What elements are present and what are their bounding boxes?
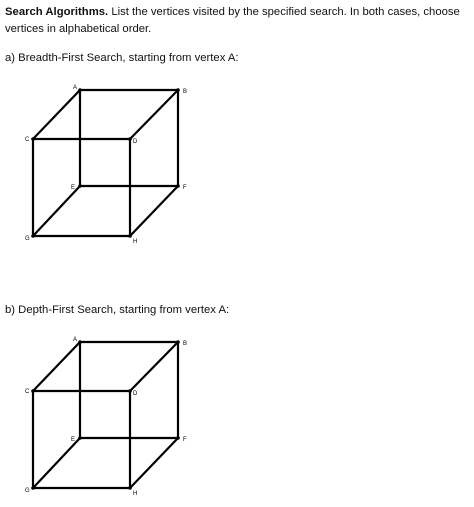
part-a-vertex-label-a: A	[73, 85, 77, 91]
part-b-vertex-label-a: A	[73, 337, 77, 343]
part-a-edge-ac	[31, 88, 82, 141]
part-a-edge-eg	[31, 184, 82, 238]
part-a-vertex-c	[31, 137, 35, 141]
problem-title: Search Algorithms.	[5, 6, 109, 18]
part-b-label: b) Depth-First Search, starting from ver…	[5, 304, 230, 316]
part-b-edge-bd	[128, 340, 180, 393]
part-b-vertex-c	[31, 389, 35, 393]
part-a-vertex-label-h: H	[133, 239, 137, 245]
part-a-vertex-label-b: B	[183, 89, 187, 95]
part-a-vertex-f	[176, 184, 180, 188]
part-a-vertex-label-e: E	[71, 185, 75, 191]
part-b-vertex-d	[128, 389, 132, 393]
part-b-edge-fh	[128, 436, 180, 490]
part-a-label: a) Breadth-First Search, starting from v…	[5, 52, 239, 64]
part-b-vertex-f	[176, 436, 180, 440]
part-b-cube-graph: A B C D E F G H	[25, 337, 187, 497]
part-b-vertex-label-c: C	[25, 389, 30, 395]
part-a-vertex-label-g: G	[25, 236, 30, 242]
part-b-vertex-h	[128, 486, 132, 490]
part-a-vertex-label-d: D	[133, 139, 138, 145]
part-b-vertex-g	[31, 486, 35, 490]
part-b-vertex-label-f: F	[183, 437, 187, 443]
part-a-edge-bd	[128, 88, 180, 141]
part-b-vertex-e	[78, 436, 82, 440]
part-b-edge-ac	[31, 340, 82, 393]
part-b-vertex-label-d: D	[133, 391, 138, 397]
part-a-vertex-b	[176, 88, 180, 92]
part-a-vertex-e	[78, 184, 82, 188]
part-a-vertex-h	[128, 234, 132, 238]
part-a-vertex-d	[128, 137, 132, 141]
problem-instructions: List the vertices visited by the specifi…	[5, 6, 460, 35]
part-b-vertex-a	[78, 340, 82, 344]
part-a-vertex-g	[31, 234, 35, 238]
problem-statement: Search Algorithms. List the vertices vis…	[5, 4, 469, 38]
part-b-vertex-label-h: H	[133, 491, 137, 497]
part-b-vertex-label-g: G	[25, 488, 30, 494]
part-a-cube-graph: A B C D E F G H	[25, 85, 187, 245]
part-a-vertex-label-f: F	[183, 185, 187, 191]
part-a-edge-fh	[128, 184, 180, 238]
part-a-vertex-label-c: C	[25, 137, 30, 143]
part-b-vertex-b	[176, 340, 180, 344]
part-a-vertex-a	[78, 88, 82, 92]
part-b-vertex-label-e: E	[71, 437, 75, 443]
part-b-vertex-label-b: B	[183, 341, 187, 347]
part-b-edge-eg	[31, 436, 82, 490]
